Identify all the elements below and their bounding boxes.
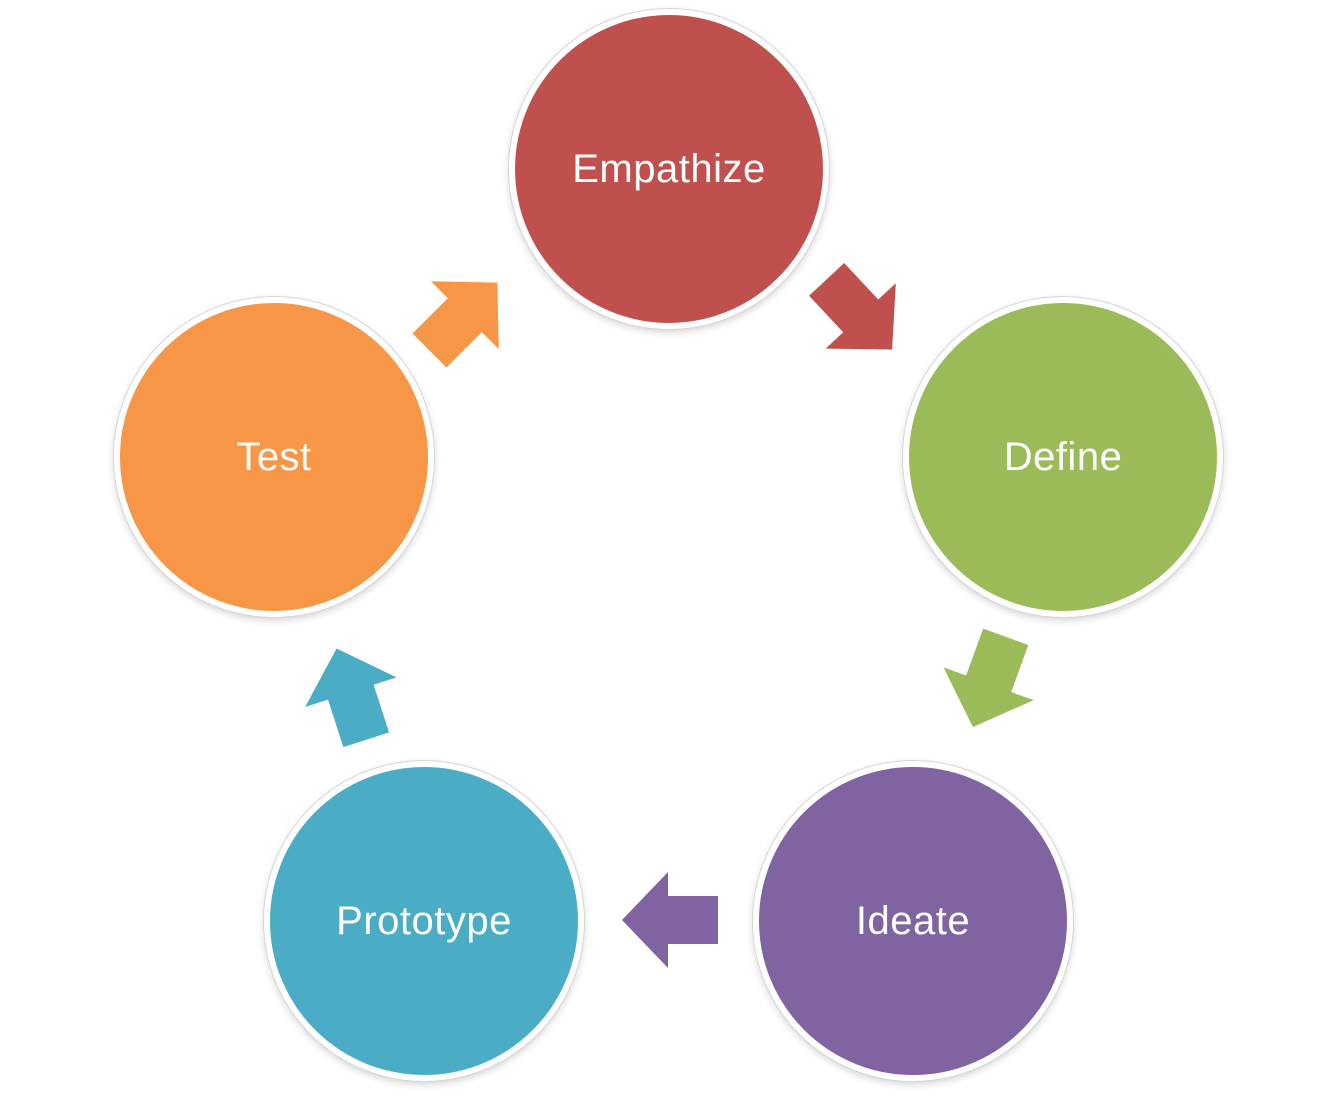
stage-prototype: Prototype: [264, 761, 584, 1081]
stage-label: Define: [1003, 434, 1123, 479]
arrow-shape: [622, 872, 718, 968]
arrow-ideate-to-prototype: [622, 872, 718, 968]
stage-empathize: Empathize: [509, 9, 829, 329]
arrow-test-to-empathize: [412, 281, 499, 368]
stage-test: Test: [114, 297, 434, 617]
stage-label: Prototype: [336, 898, 512, 943]
arrow-empathize-to-define: [809, 262, 896, 350]
arrow-prototype-to-test: [305, 648, 397, 748]
stage-define: Define: [903, 297, 1223, 617]
arrow-shape: [412, 281, 499, 368]
arrow-define-to-ideate: [943, 628, 1034, 727]
arrow-shape: [809, 262, 896, 350]
stage-label: Ideate: [855, 898, 971, 943]
arrow-shape: [305, 648, 397, 748]
stage-label: Empathize: [572, 146, 766, 191]
arrow-shape: [943, 628, 1034, 727]
stage-label: Test: [236, 434, 312, 479]
stage-ideate: Ideate: [753, 761, 1073, 1081]
